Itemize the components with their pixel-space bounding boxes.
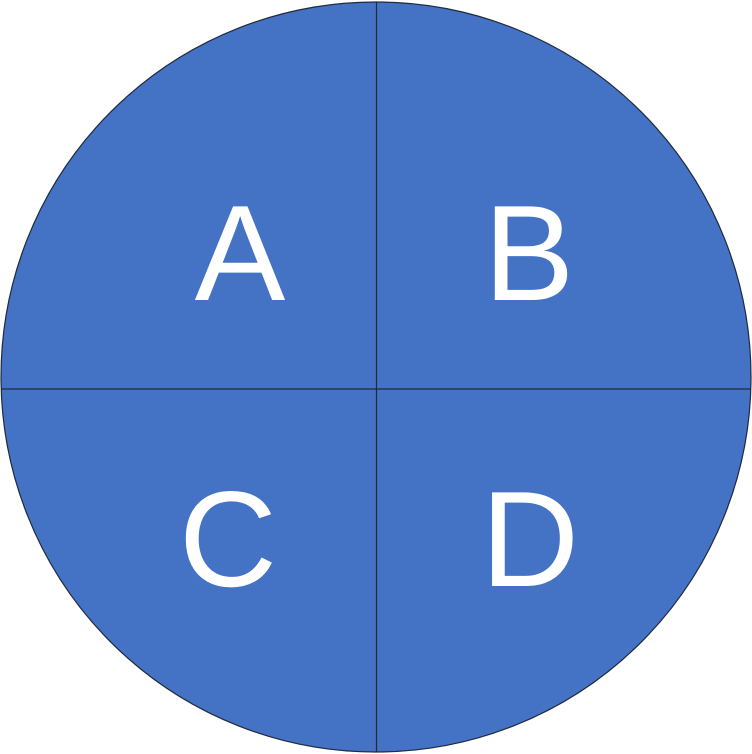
quadrant-label-d: D <box>481 463 579 615</box>
quadrant-label-c: C <box>179 463 277 615</box>
quadrant-label-b: B <box>484 177 575 329</box>
quadrant-label-a: A <box>195 177 286 329</box>
